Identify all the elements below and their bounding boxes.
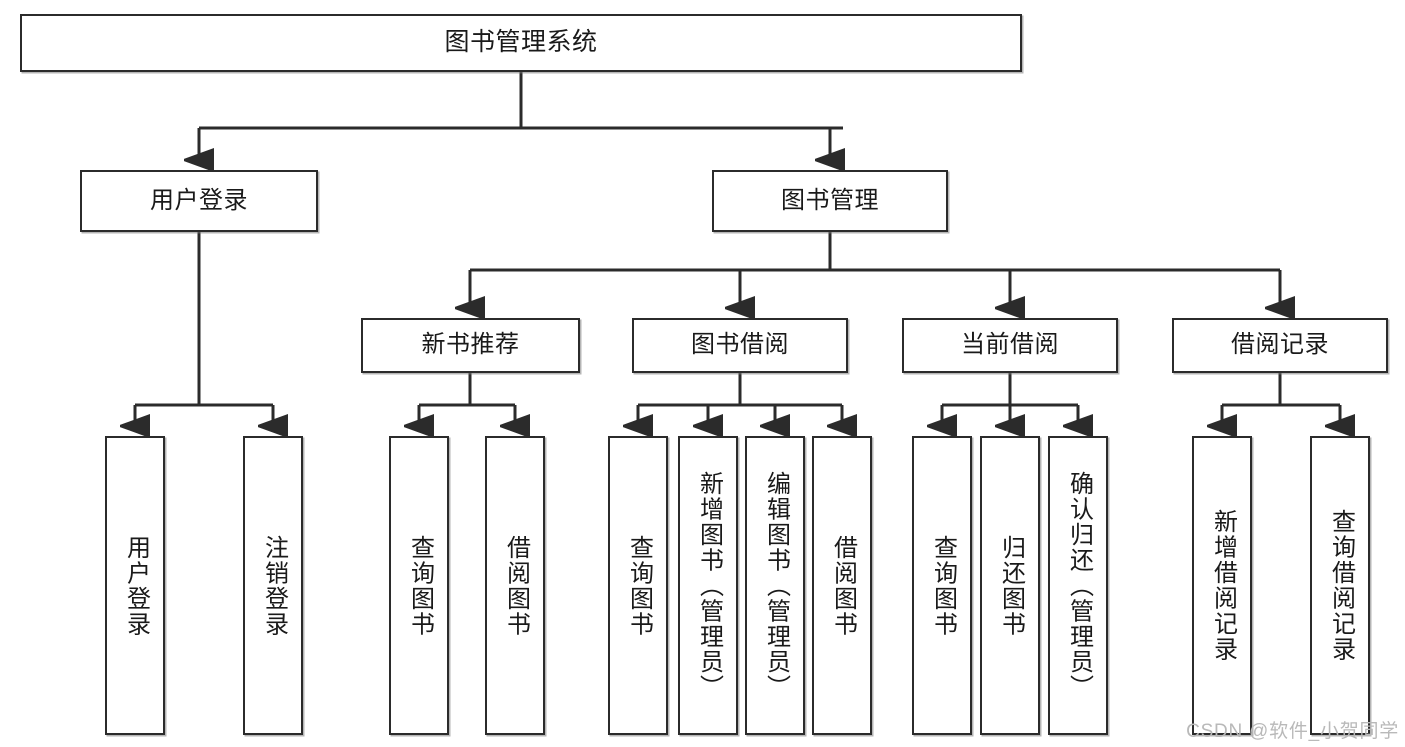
node-new-book-recommend[interactable]: 新书推荐	[361, 318, 580, 373]
node-borrow-record[interactable]: 借阅记录	[1172, 318, 1388, 373]
leaf-current-confirm-return-admin[interactable]: 确认归还（管理员）	[1048, 436, 1108, 735]
node-label: 查询图书	[625, 534, 653, 637]
leaf-current-query-book[interactable]: 查询图书	[912, 436, 972, 735]
node-label: 新书推荐	[421, 331, 520, 359]
leaf-borrow-borrow-book[interactable]: 借阅图书	[812, 436, 872, 735]
leaf-current-return-book[interactable]: 归还图书	[980, 436, 1040, 735]
node-label: 图书借阅	[691, 331, 789, 359]
leaf-logout[interactable]: 注销登录	[243, 436, 303, 735]
node-label: 图书管理	[781, 186, 879, 214]
leaf-borrow-query-book[interactable]: 查询图书	[608, 436, 668, 735]
leaf-record-add-record[interactable]: 新增借阅记录	[1192, 436, 1252, 735]
leaf-record-query-record[interactable]: 查询借阅记录	[1310, 436, 1370, 735]
node-current-borrow[interactable]: 当前借阅	[902, 318, 1118, 373]
node-root-system[interactable]: 图书管理系统	[20, 14, 1022, 72]
node-label: 查询借阅记录	[1327, 509, 1355, 662]
leaf-borrow-edit-book-admin[interactable]: 编辑图书（管理员）	[745, 436, 805, 735]
node-book-borrow[interactable]: 图书借阅	[632, 318, 848, 373]
node-label: 新增图书（管理员）	[695, 471, 723, 700]
node-label: 编辑图书（管理员）	[762, 471, 790, 700]
node-label: 图书管理系统	[444, 28, 598, 57]
node-label: 确认归还（管理员）	[1065, 471, 1093, 700]
leaf-user-login[interactable]: 用户登录	[105, 436, 165, 735]
node-user-login[interactable]: 用户登录	[80, 170, 318, 232]
node-label: 注销登录	[260, 534, 288, 637]
node-book-management[interactable]: 图书管理	[712, 170, 948, 232]
node-label: 借阅图书	[829, 534, 857, 637]
node-label: 用户登录	[122, 534, 150, 637]
csdn-watermark: CSDN @软件_小贺同学	[1186, 721, 1399, 742]
leaf-new-book-query-book[interactable]: 查询图书	[389, 436, 449, 735]
node-label: 当前借阅	[961, 331, 1059, 359]
node-label: 用户登录	[150, 186, 248, 214]
node-label: 借阅图书	[502, 534, 530, 637]
node-label: 借阅记录	[1231, 331, 1329, 359]
node-label: 查询图书	[929, 534, 957, 637]
leaf-new-book-borrow-book[interactable]: 借阅图书	[485, 436, 545, 735]
node-label: 归还图书	[997, 534, 1025, 637]
node-label: 查询图书	[406, 534, 434, 637]
leaf-borrow-add-book-admin[interactable]: 新增图书（管理员）	[678, 436, 738, 735]
node-label: 新增借阅记录	[1209, 509, 1237, 662]
